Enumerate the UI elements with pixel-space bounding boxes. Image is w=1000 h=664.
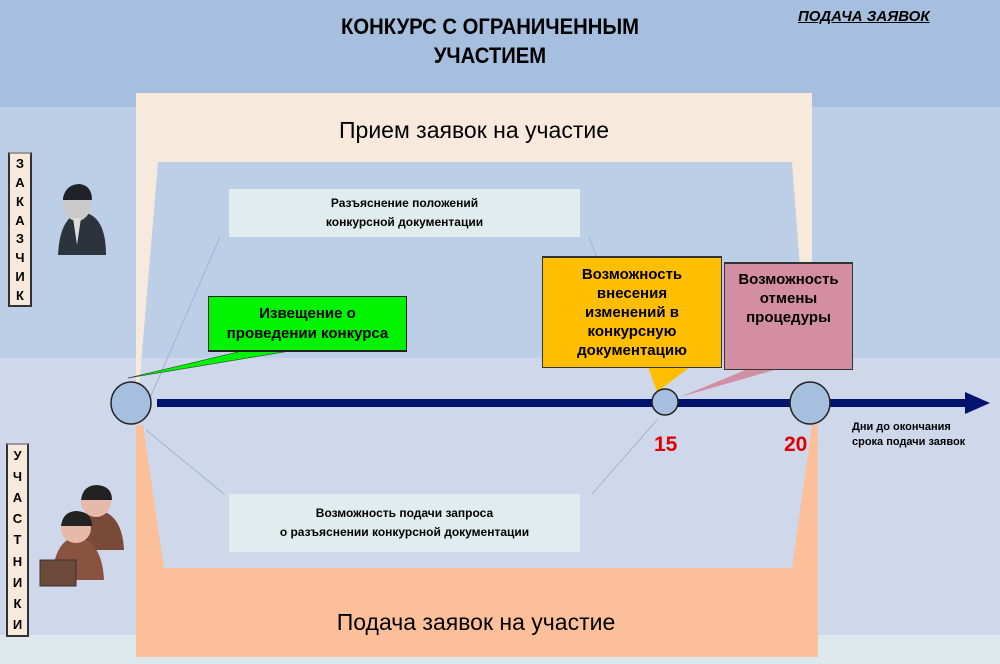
participants-people-icon — [39, 485, 124, 587]
bottom-frame — [136, 425, 818, 657]
page-title: КОНКУРС С ОГРАНИЧЕННЫМ УЧАСТИЕМ — [297, 12, 683, 70]
customer-person-icon — [58, 184, 106, 255]
changes-line-4: конкурсную — [587, 323, 677, 340]
cancel-line-2: отмены — [759, 290, 818, 307]
changes-line-3: изменений в — [584, 304, 680, 321]
title-line-1: КОНКУРС С ОГРАНИЧЕННЫМ — [341, 14, 639, 39]
clarification-box: Разъяснение положений конкурсной документ… — [229, 189, 580, 237]
role-letter: Т — [13, 532, 22, 548]
title-line-2: УЧАСТИЕМ — [433, 43, 547, 68]
notice-line-1: Извещение о — [259, 304, 356, 322]
cancel-callout-tail — [680, 369, 778, 397]
clarification-line-1: Разъяснение положений — [330, 196, 479, 210]
request-line-1: Возможность подачи запроса — [315, 506, 494, 520]
notice-line-2: проведении конкурса — [226, 324, 389, 342]
cancel-box: Возможность отмены процедуры — [724, 262, 853, 370]
role-letter: У — [13, 448, 22, 464]
header-band — [0, 0, 1000, 107]
section-link[interactable]: ПОДАЧА ЗАЯВОК — [798, 8, 930, 25]
notice-box: Извещение о проведении конкурса — [208, 296, 407, 352]
timeline-line — [157, 399, 967, 407]
role-letter: З — [15, 231, 25, 247]
role-letter: К — [16, 193, 24, 209]
changes-callout-tail — [648, 367, 690, 392]
request-box: Возможность подачи запроса о разъяснении … — [229, 494, 580, 552]
top-frame — [136, 93, 812, 400]
role-letter: И — [12, 574, 23, 590]
timeline-node-15 — [651, 388, 679, 416]
role-letter: А — [12, 490, 23, 506]
role-letter: З — [15, 155, 25, 171]
request-line-2: о разъяснении конкурсной документации — [279, 525, 530, 539]
role-letter: К — [13, 595, 22, 611]
timeline-mark-15: 15 — [654, 433, 678, 456]
role-letter: И — [12, 616, 23, 632]
changes-line-2: внесения — [596, 285, 668, 302]
top-frame-label: Прием заявок на участие — [339, 117, 609, 143]
cancel-line-3: процедуры — [746, 309, 831, 326]
timeline-arrowhead — [965, 392, 990, 414]
role-letter: Н — [12, 553, 23, 569]
axis-label-line-2: срока подачи заявок — [852, 436, 966, 448]
notice-callout-tail — [127, 350, 291, 379]
role-letter: А — [15, 174, 25, 190]
role-letter: Ч — [12, 469, 23, 485]
timeline-node-20 — [789, 381, 831, 425]
role-letter: С — [12, 511, 23, 527]
role-letter: А — [15, 212, 25, 228]
changes-line-5: документацию — [577, 342, 687, 359]
cancel-line-1: Возможность — [738, 271, 839, 288]
changes-line-1: Возможность — [581, 266, 683, 283]
timeline-axis-label: Дни до окончания срока подачи заявок — [852, 420, 965, 450]
bottom-frame-label: Подача заявок на участие — [336, 609, 616, 635]
changes-box: Возможность внесения изменений в конкурсную… — [542, 256, 722, 368]
axis-label-line-1: Дни до окончания — [852, 421, 951, 433]
timeline-start-node — [110, 381, 152, 425]
clarification-line-2: конкурсной документации — [325, 215, 484, 229]
timeline-mark-20: 20 — [784, 433, 808, 456]
role-letter: Ч — [15, 250, 25, 266]
role-letter: К — [16, 288, 24, 304]
role-letter: И — [15, 269, 25, 285]
